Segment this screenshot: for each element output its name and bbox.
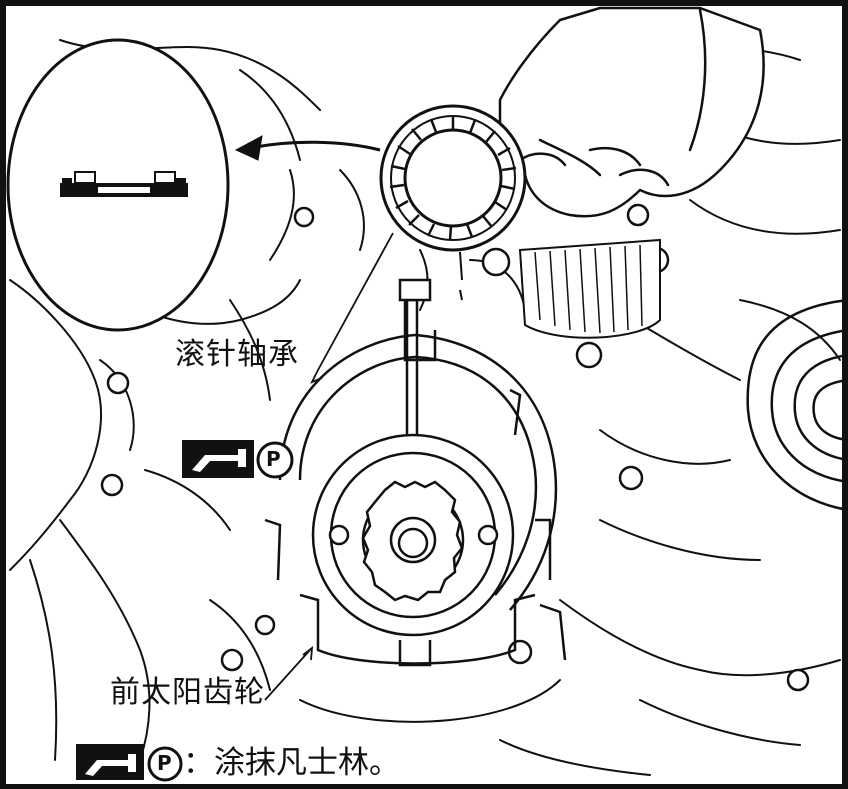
sun-gear-leader	[264, 646, 314, 701]
sun-gear-assembly	[264, 300, 567, 667]
magnified-inset	[6, 38, 230, 332]
legend-description: ：涂抹凡士林。	[183, 745, 400, 781]
legend-p-circle-letter: P	[157, 751, 172, 775]
p-circle-letter: P	[266, 447, 281, 471]
legend-grease-applicator-icon	[76, 744, 144, 780]
shaft	[398, 278, 432, 542]
needle-bearing-label: 滚针轴承	[175, 337, 299, 372]
needle-bearing	[379, 104, 527, 252]
legend-p-circle-icon	[147, 746, 183, 782]
inset-arrow	[234, 135, 381, 161]
grease-applicator-icon	[182, 440, 254, 478]
p-circle-icon	[256, 441, 294, 479]
hand	[498, 6, 765, 218]
bearing-center-line	[459, 251, 463, 301]
bearing-leader	[310, 232, 394, 384]
right-bore	[746, 298, 848, 512]
front-sun-gear-label: 前太阳齿轮	[110, 675, 265, 710]
pinion-gear	[518, 238, 661, 339]
